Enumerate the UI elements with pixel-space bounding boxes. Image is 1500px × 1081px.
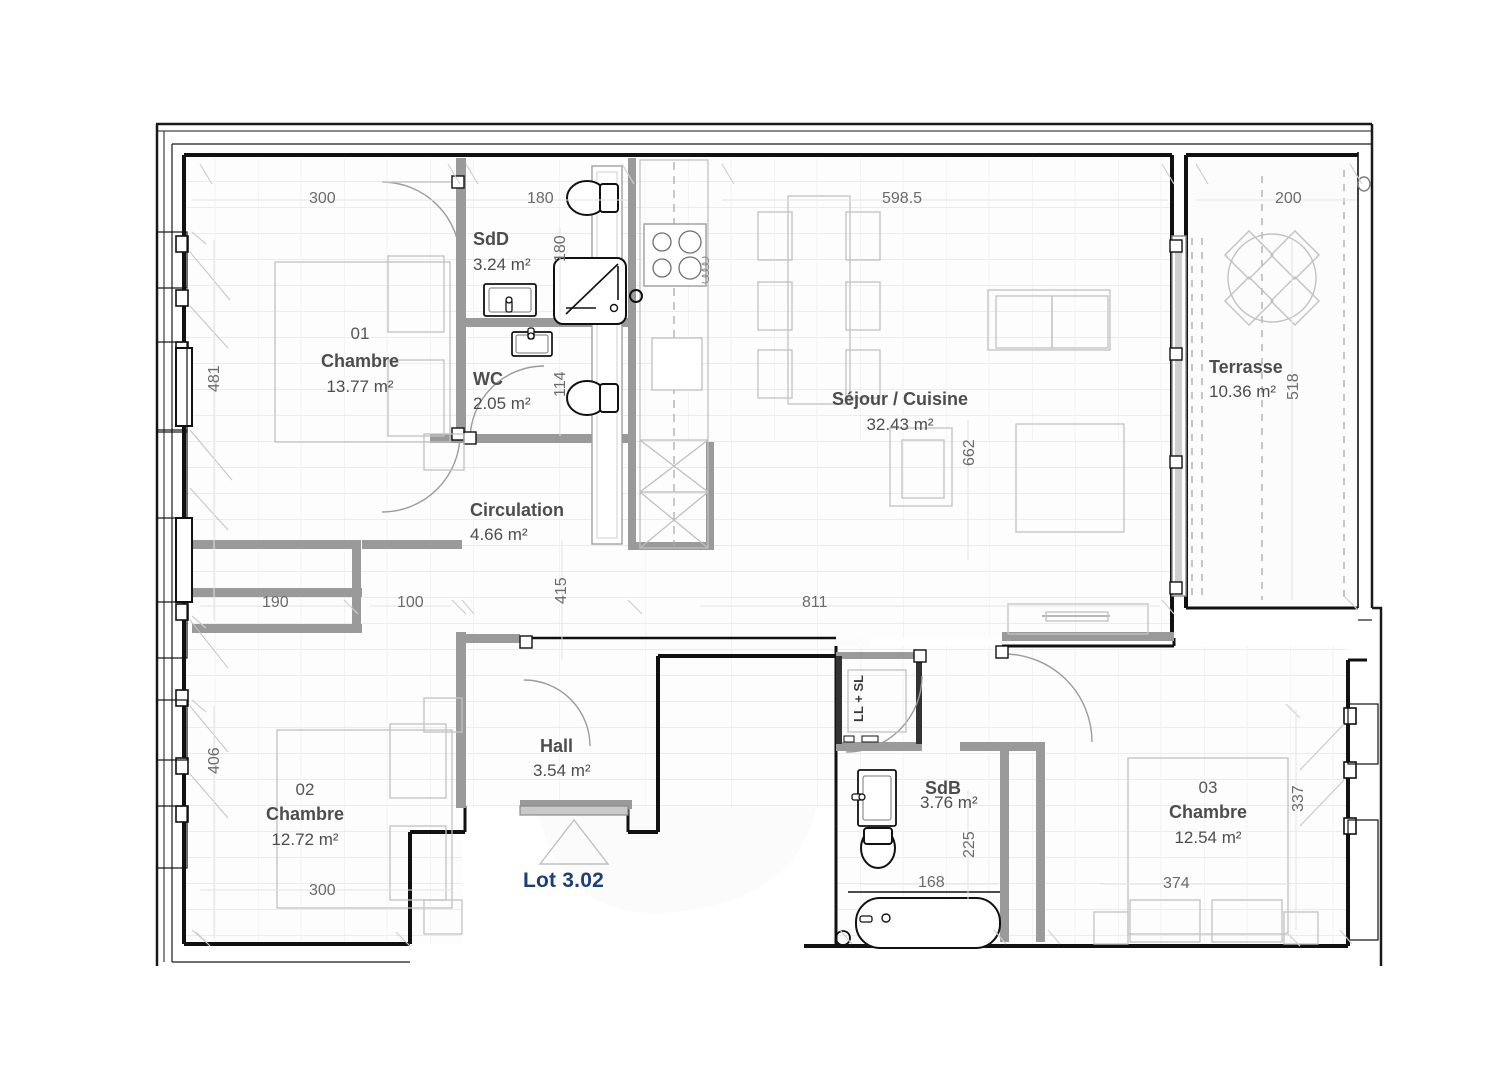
- room-area-sdb: 3.76 m²: [920, 793, 978, 812]
- terrace-sliding-door: [1169, 170, 1345, 600]
- bathtub-icon: [848, 891, 1001, 949]
- terrace-furniture: [1223, 229, 1321, 327]
- room-area-sdd: 3.24 m²: [473, 255, 531, 274]
- room-name-chambre02: Chambre: [265, 804, 345, 824]
- room-area-chambre01: 13.77 m²: [326, 377, 394, 396]
- dimension-114: 114: [552, 371, 569, 397]
- dimension-598-5: 598.5: [882, 190, 923, 207]
- room-name-sdd: SdD: [473, 229, 509, 249]
- sink-icon: [483, 283, 537, 317]
- sdd-fixtures: [483, 180, 627, 325]
- dimension-662: 662: [961, 439, 978, 466]
- dimension-300-top: 300: [309, 190, 336, 207]
- dimension-180-right: 180: [552, 235, 569, 262]
- room-name-sdb: SdB: [925, 778, 961, 798]
- kitchen: [591, 159, 710, 549]
- room-name-circulation: Circulation: [470, 500, 565, 520]
- room-area-hall: 3.54 m²: [533, 761, 591, 780]
- room-name-chambre03: Chambre: [1168, 802, 1248, 822]
- room-name-wc: WC: [473, 369, 503, 389]
- dimension-518: 518: [1285, 373, 1302, 400]
- stove-icon: [643, 223, 710, 287]
- dimension-811: 811: [802, 594, 828, 611]
- sdb-fixtures: [835, 769, 1001, 949]
- sink-icon: [511, 327, 553, 357]
- windows-left: [156, 231, 233, 869]
- room-name-hall: Hall: [540, 736, 574, 756]
- laundry-closet-label: LL + SL: [851, 674, 866, 722]
- dimension-225: 225: [961, 831, 978, 858]
- room-area-circulation: 4.66 m²: [470, 525, 528, 544]
- laundry-closet-box: [843, 669, 907, 743]
- room-area-sejour: 32.43 m²: [866, 415, 934, 434]
- dimension-415: 415: [553, 577, 570, 604]
- toilet-icon: [860, 827, 896, 869]
- terrace-drain-icon: [1357, 176, 1371, 192]
- room-name-sejour: Séjour / Cuisine: [831, 389, 969, 409]
- dimension-ticks: [191, 163, 1363, 947]
- shower-icon: [553, 257, 627, 325]
- room-area-chambre03: 12.54 m²: [1174, 828, 1242, 847]
- dimension-lines: [192, 199, 1356, 938]
- wc-fixtures: [511, 327, 619, 416]
- room-area-wc: 2.05 m²: [473, 394, 531, 413]
- dimension-481: 481: [206, 365, 223, 392]
- dimension-374: 374: [1163, 875, 1190, 892]
- room-number-chambre02: 02: [295, 780, 315, 799]
- room-area-chambre02: 12.72 m²: [271, 830, 339, 849]
- dimension-200: 200: [1275, 190, 1302, 207]
- windows-right: [1299, 703, 1379, 941]
- room-name-terrasse: Terrasse: [1209, 357, 1283, 377]
- dimension-406: 406: [206, 747, 223, 774]
- room-name-chambre01: Chambre: [320, 351, 400, 371]
- toilet-icon: [566, 380, 619, 416]
- dimension-168: 168: [918, 874, 945, 891]
- lot-label: Lot 3.02: [523, 869, 604, 892]
- dimension-337: 337: [1290, 785, 1307, 812]
- dimension-100: 100: [397, 594, 424, 611]
- furniture: [274, 195, 1319, 945]
- dimension-190: 190: [262, 594, 289, 611]
- tall-units: [639, 439, 709, 549]
- room-area-terrasse: 10.36 m²: [1209, 382, 1277, 401]
- dimension-180-top: 180: [527, 190, 554, 207]
- toilet-icon: [566, 180, 619, 216]
- kitchen-sink-icon: [651, 337, 703, 391]
- dimension-300-bottom: 300: [309, 882, 336, 899]
- floor-fills: [184, 158, 1358, 946]
- room-number-chambre03: 03: [1198, 778, 1218, 797]
- room-number-chambre01: 01: [350, 324, 370, 343]
- sink-icon: [851, 769, 897, 827]
